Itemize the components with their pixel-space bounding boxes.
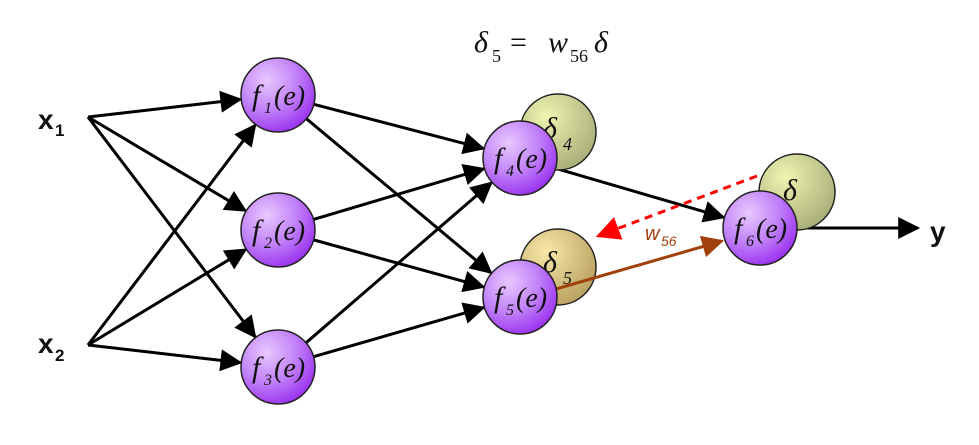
output-y-label: y [930, 216, 946, 247]
edge-x2-f1 [86, 123, 257, 346]
edge-f2-f4 [313, 163, 486, 221]
formula-weight: w [548, 26, 568, 59]
weight-w-symbol: w [645, 223, 661, 245]
neuron-subscript: 4 [506, 163, 514, 180]
edge-f1-f5 [305, 117, 493, 275]
edge-x2-f3 [87, 343, 243, 372]
neuron-subscript: 6 [746, 233, 754, 250]
neuron-argument: (e) [516, 283, 547, 314]
formula-delta-subscript: 5 [492, 46, 501, 66]
input-x1-label: x [38, 104, 54, 135]
weight-w56-label: w 56 [645, 223, 677, 249]
edge-x1-f2 [87, 115, 248, 212]
input-x2-label: x [38, 328, 54, 359]
edge-f4-f6 [555, 166, 726, 223]
delta-6-symbol: δ [783, 174, 798, 207]
neuron-subscript: 5 [506, 302, 514, 319]
formula-weight-subscript: 56 [570, 46, 588, 66]
edge-x1-f3 [86, 116, 257, 339]
edge-f3-f5 [313, 302, 486, 359]
edge-f1-f4 [313, 102, 486, 155]
input-x1: x 1 [38, 104, 64, 140]
delta-4-subscript: 4 [563, 134, 572, 154]
formula: δ 5 = w 56 δ [474, 26, 609, 66]
formula-delta: δ [474, 26, 489, 59]
neuron-subscript: 2 [264, 235, 272, 252]
edge-x2-f2 [87, 248, 248, 347]
neuron-argument: (e) [756, 214, 787, 245]
neuron-argument: (e) [274, 216, 305, 247]
neuron-argument: (e) [274, 353, 305, 384]
neuron-subscript: 3 [263, 372, 272, 389]
neuron-argument: (e) [274, 81, 305, 112]
edge-f3-f4 [305, 181, 493, 344]
input-x1-subscript: 1 [55, 121, 64, 140]
delta-5-subscript: 5 [563, 268, 572, 288]
formula-delta-rhs: δ [594, 26, 609, 59]
backprop-error-arrow [595, 174, 758, 240]
neuron-argument: (e) [516, 144, 547, 175]
formula-equals: = [510, 26, 527, 59]
input-x2: x 2 [38, 328, 64, 365]
weight-subscript: 56 [661, 233, 677, 249]
edge-x1-f1 [87, 90, 243, 119]
neuron-subscript: 1 [264, 100, 272, 117]
edge-f5-f6-weight [555, 235, 725, 291]
input-x2-subscript: 2 [55, 346, 64, 365]
